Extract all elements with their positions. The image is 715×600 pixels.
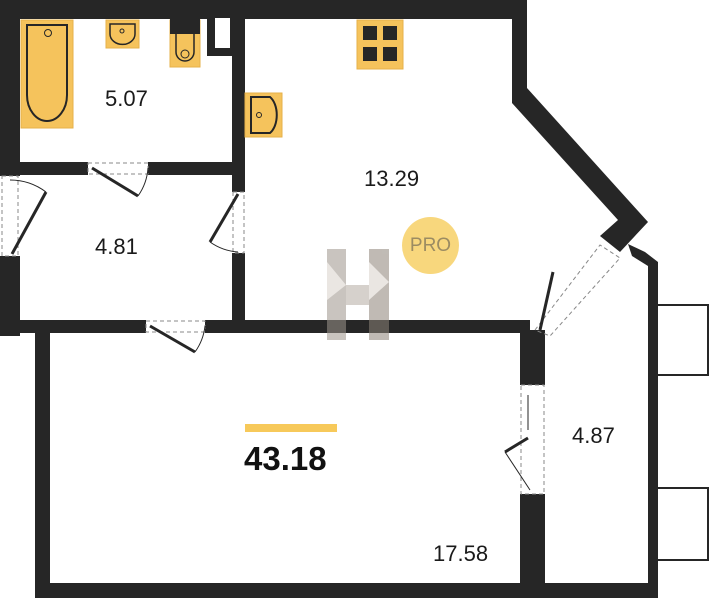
walls	[0, 0, 658, 598]
total-area-accent-bar	[245, 424, 337, 432]
room-area-bathroom: 5.07	[105, 86, 148, 111]
toilet-icon	[169, 19, 201, 68]
total-area: 43.18	[244, 440, 327, 477]
door-leaves	[10, 166, 555, 454]
room-area-hallway: 4.81	[95, 234, 138, 259]
room-area-living-room: 17.58	[433, 541, 489, 566]
room-area-kitchen: 13.29	[364, 166, 420, 191]
pro-badge: PRO	[402, 217, 459, 274]
kitchen-sink-icon	[244, 92, 283, 138]
bathroom-sink-icon	[105, 19, 140, 49]
watermark-logo	[327, 249, 389, 340]
stove-icon	[356, 19, 404, 70]
balcony-brackets	[658, 304, 709, 561]
bathtub-icon	[20, 19, 74, 129]
room-area-balcony: 4.87	[572, 423, 615, 448]
